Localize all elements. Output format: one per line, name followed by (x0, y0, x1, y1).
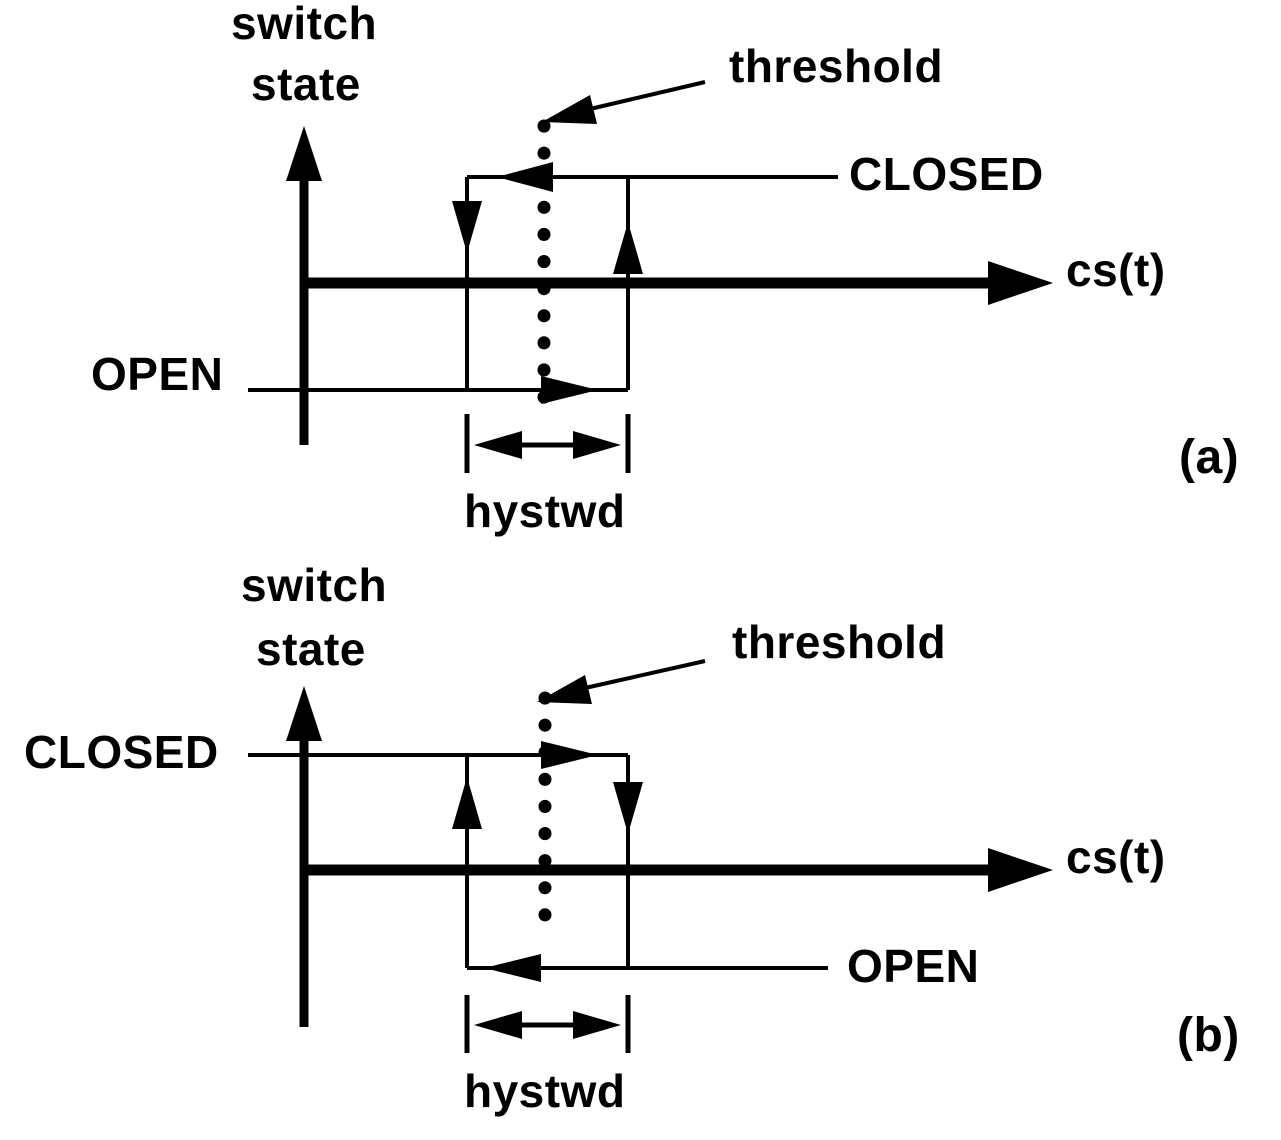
b-arrow-up-icon (452, 777, 482, 829)
a-x-axis-label: cs(t) (1066, 244, 1166, 296)
b-threshold-pointer-line (584, 659, 706, 690)
b-x-axis-label: cs(t) (1066, 831, 1166, 883)
a-y-axis-arrowhead-icon (286, 126, 322, 181)
b-arrow-right-icon (541, 741, 598, 769)
a-threshold-label: threshold (729, 40, 944, 92)
b-hystwd-arrowhead-left-icon (474, 1011, 522, 1039)
a-y-axis-label-line1: switch (231, 0, 378, 49)
b-threshold-pointer-arrowhead-icon (537, 675, 592, 704)
panel-a-linework (248, 80, 1053, 473)
a-open-label: OPEN (91, 348, 224, 400)
a-panel-tag: (a) (1179, 431, 1240, 484)
b-hystwd-arrowhead-right-icon (573, 1011, 621, 1039)
b-x-axis-arrowhead-icon (988, 848, 1053, 892)
b-y-axis-arrowhead-icon (286, 686, 322, 741)
a-y-axis-label-line2: state (251, 58, 361, 110)
b-arrow-down-icon (613, 782, 643, 834)
a-x-axis-arrowhead-icon (988, 261, 1053, 305)
b-y-axis-label-line2: state (256, 623, 366, 675)
panel-b-linework (248, 659, 1053, 1053)
a-arrow-up-icon (613, 222, 643, 274)
b-open-label: OPEN (847, 940, 980, 992)
a-threshold-pointer-arrowhead-icon (542, 95, 597, 124)
a-arrow-left-icon (497, 162, 553, 192)
a-hystwd-arrowhead-left-icon (474, 431, 522, 459)
a-threshold-pointer-line (589, 80, 706, 111)
a-hystwd-label: hystwd (464, 485, 626, 537)
b-threshold-label: threshold (732, 616, 947, 668)
b-panel-tag: (b) (1177, 1009, 1240, 1062)
a-hystwd-arrowhead-right-icon (573, 431, 621, 459)
b-y-axis-label-line1: switch (241, 559, 388, 611)
a-arrow-down-icon (452, 201, 482, 253)
b-arrow-left-icon (484, 954, 541, 982)
b-closed-label: CLOSED (24, 726, 219, 778)
b-hystwd-label: hystwd (464, 1065, 626, 1117)
a-closed-label: CLOSED (849, 148, 1044, 200)
a-arrow-right-icon (541, 376, 598, 404)
